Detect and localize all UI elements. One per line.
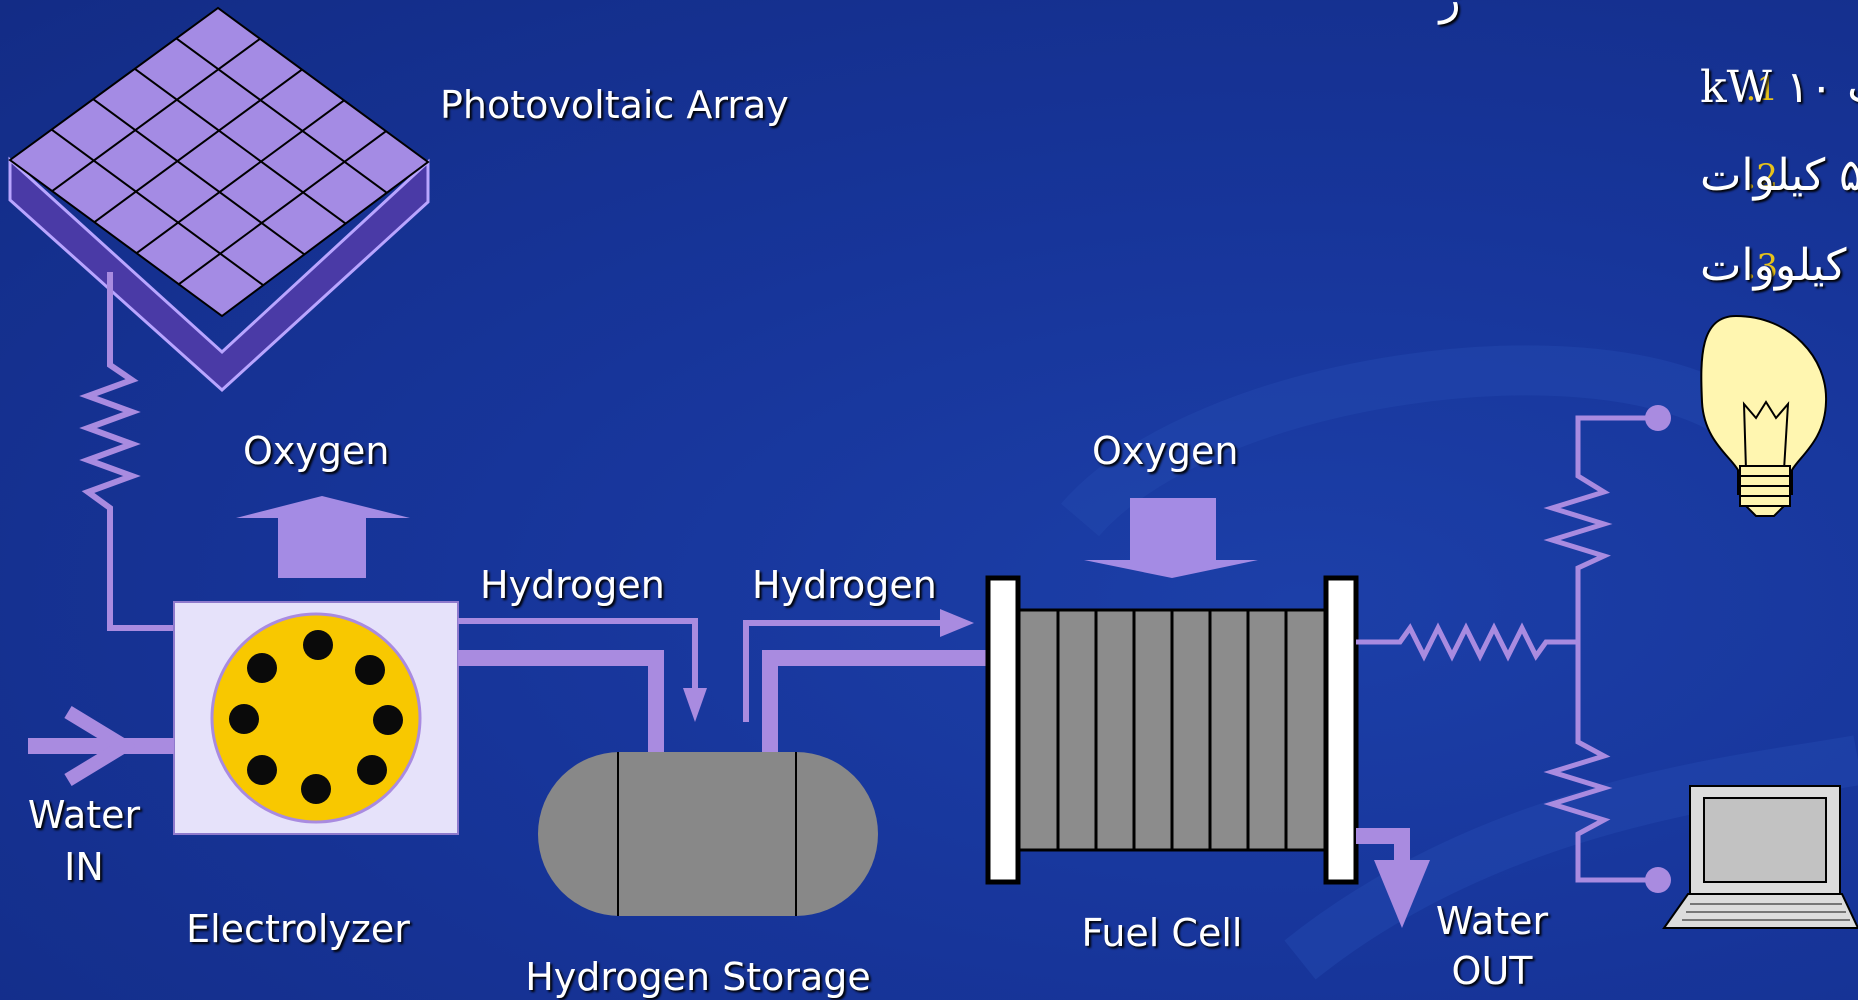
label-hydrogen-left: Hydrogen [480, 563, 665, 607]
label-water-out-line2: OUT [1452, 949, 1534, 993]
label-electrolyzer: Electrolyzer [186, 907, 410, 951]
list-number-3: .3 [1746, 247, 1778, 287]
water-out-arrow [1356, 828, 1430, 928]
laptop-icon [1662, 785, 1858, 929]
list-item-1: سیستم فتوولتاییک به ظرفیت kW ۱۰ [1700, 62, 1858, 113]
title-fragment: ژ [1437, 0, 1460, 25]
terminal-dots [1645, 405, 1671, 893]
fuel-cell [985, 575, 1359, 885]
lightbulb-icon [1700, 314, 1828, 517]
label-water-out-line1: Water [1436, 899, 1549, 943]
resistor-icon [79, 272, 175, 631]
list-number-2: .2 [1746, 157, 1778, 197]
label-hydrogen-storage: Hydrogen Storage [525, 955, 871, 999]
water-in-arrow [28, 706, 174, 786]
label-oxygen-right: Oxygen [1092, 429, 1238, 473]
oxygen-out-arrow [236, 496, 410, 578]
label-fuel-cell: Fuel Cell [1082, 911, 1243, 955]
label-hydrogen-right: Hydrogen [752, 563, 937, 607]
label-water-in-line1: Water [28, 793, 141, 837]
hydrogen-pipes [458, 609, 988, 754]
label-oxygen-left: Oxygen [243, 429, 389, 473]
background-swirl [1061, 345, 1858, 980]
list-number-1: .1 [1746, 69, 1778, 109]
oxygen-in-arrow [1084, 498, 1258, 578]
hydrogen-storage-tank [538, 752, 878, 916]
list-item-3: سیستم پیل سوختی به ظرفیت ۲/۱ کیلووات [1700, 240, 1858, 291]
list-item-2: سیستم الکترولیز به ظرفیت ۵ کیلوات [1700, 150, 1858, 201]
solar-panel-icon [8, 6, 430, 393]
label-photovoltaic-array: Photovoltaic Array [440, 83, 789, 127]
capacity-list: .1 سیستم فتوولتاییک به ظرفیت kW ۱۰ .2 سی… [1700, 62, 1858, 291]
electrolyzer [173, 601, 459, 835]
output-circuit [1356, 415, 1658, 883]
label-water-in-line2: IN [64, 845, 104, 889]
